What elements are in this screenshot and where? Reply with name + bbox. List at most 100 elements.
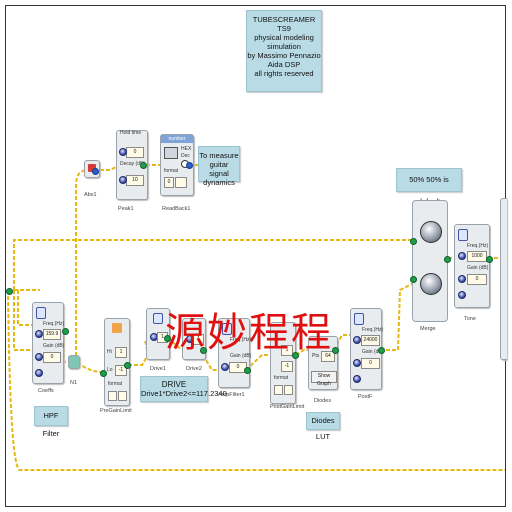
postgain-format-a[interactable] xyxy=(274,385,283,395)
tone-freq-knob[interactable] xyxy=(458,252,466,260)
connector-dot[interactable] xyxy=(164,335,171,342)
abs1-label: Abs1 xyxy=(84,192,97,198)
diodes-note: Diodes LUT xyxy=(306,412,340,441)
connector-dot[interactable] xyxy=(140,162,147,169)
hpf-gain-label: Gain (dB) xyxy=(43,343,65,349)
monitor-icon xyxy=(164,147,178,159)
output-block-partial[interactable] xyxy=(500,198,507,360)
title-line-4: Aida DSP xyxy=(267,60,301,69)
drive2-field[interactable]: 1 xyxy=(193,334,204,345)
drive-note-formula: Drive1*Drive2<=117.2340 xyxy=(141,389,227,398)
postf-freq-field[interactable]: 24000 xyxy=(361,335,380,346)
drive1-label: Drive1 xyxy=(150,366,166,372)
mix-knob-bottom[interactable] xyxy=(420,273,442,295)
title-line-5: all rights reserved xyxy=(254,69,314,78)
readback-dec-label: Dec xyxy=(181,153,190,159)
ampfilter-block[interactable]: Freq.(Hz) Gain (dB) 0 xyxy=(218,318,252,388)
postf-extra-knob[interactable] xyxy=(353,375,361,383)
connector-dot[interactable] xyxy=(186,162,193,169)
measure-note: To measure guitar signal dynamics xyxy=(198,146,240,187)
diodes-pts-field[interactable]: 64 xyxy=(321,351,335,362)
postgain-format-b[interactable] xyxy=(284,385,293,395)
connector-dot[interactable] xyxy=(292,352,299,359)
hpf-freq-knob[interactable] xyxy=(35,330,43,338)
readback-format-field[interactable] xyxy=(175,177,187,188)
ampfilter-gain-knob[interactable] xyxy=(221,363,229,371)
peak1-decay-knob[interactable] xyxy=(119,176,127,184)
postgain-block[interactable]: 1 -1 format xyxy=(270,322,296,404)
tone-freq-label: Freq.(Hz) xyxy=(467,243,489,249)
drive1-block[interactable]: 1 xyxy=(146,308,170,360)
readback-format-label: format xyxy=(164,168,179,174)
postf-icon[interactable] xyxy=(354,313,364,325)
readback-value-field: 0 xyxy=(164,177,174,188)
prescale-format-b[interactable] xyxy=(118,391,127,401)
hpf-extra-knob[interactable] xyxy=(35,369,43,377)
connector-dot[interactable] xyxy=(100,370,107,377)
tone-gain-knob[interactable] xyxy=(458,275,466,283)
prescale-format-a[interactable] xyxy=(108,391,117,401)
hpf-gain-field[interactable]: 0 xyxy=(43,352,61,363)
title-line-2: physical modeling simulation xyxy=(254,33,314,51)
peak1-hold-knob[interactable] xyxy=(119,148,127,156)
show-graph-button[interactable]: Show Graph xyxy=(311,371,337,387)
ampfilter-freq-label: Freq.(Hz) xyxy=(230,337,252,343)
hpf-freq-field[interactable]: 159.9 xyxy=(43,329,61,340)
ampfilter-label: AmpFilter1 xyxy=(218,392,245,398)
readback-header: number xyxy=(161,135,193,143)
postf-gain-knob[interactable] xyxy=(353,359,361,367)
postgain-hi-field[interactable]: 1 xyxy=(281,345,293,356)
drive-note-title: DRIVE xyxy=(161,380,187,389)
n1-block[interactable] xyxy=(68,355,80,369)
peak1-decay-field[interactable]: 10 xyxy=(126,175,144,186)
postf-gain-field[interactable]: 0 xyxy=(361,358,380,369)
title-line-1: TUBESCREAMER TS9 xyxy=(252,15,316,33)
drive1-icon[interactable] xyxy=(153,313,163,324)
readback-hex-label: HEX xyxy=(181,146,192,152)
connector-dot[interactable] xyxy=(332,347,339,354)
connector-dot[interactable] xyxy=(486,256,493,263)
postf-freq-knob[interactable] xyxy=(353,336,361,344)
connector-dot[interactable] xyxy=(410,276,417,283)
ampfilter-icon[interactable] xyxy=(222,323,232,335)
peak1-decay-label: Decay (dB) xyxy=(120,161,146,167)
hpf-note: HPF Filter xyxy=(34,406,68,438)
postgain-format-label: format xyxy=(274,375,289,381)
connector-dot[interactable] xyxy=(200,347,207,354)
diodes-pts-label: Pts xyxy=(312,353,320,359)
merge-block[interactable] xyxy=(412,200,448,322)
postgain-lo-field[interactable]: -1 xyxy=(281,361,293,372)
connector-dot[interactable] xyxy=(444,256,451,263)
hpf-coeffs-label: Coeffs xyxy=(38,388,54,394)
hpf-gain-knob[interactable] xyxy=(35,353,43,361)
connector-dot[interactable] xyxy=(124,362,131,369)
prescale-hi-field[interactable]: 1 xyxy=(115,347,127,358)
limit-icon xyxy=(112,323,122,333)
mix-default-note: 50% 50% is default xyxy=(396,168,462,206)
connector-dot[interactable] xyxy=(6,288,13,295)
connector-dot[interactable] xyxy=(378,347,385,354)
diodes-block[interactable]: Pts 64 Show Graph xyxy=(308,336,338,390)
connector-dot[interactable] xyxy=(410,238,417,245)
drive2-label: Drive2 xyxy=(186,366,202,372)
tone-gain-label: Gain (dB) xyxy=(467,265,489,271)
prescale-lo-field[interactable]: -1 xyxy=(115,365,127,376)
connector-dot[interactable] xyxy=(92,168,99,175)
connector-dot[interactable] xyxy=(244,367,251,374)
tone-gain-field[interactable]: 0 xyxy=(467,274,487,285)
hpf-block[interactable]: Freq.(Hz) 159.9 Gain (dB) 0 xyxy=(32,302,64,384)
prescale-lo-label: Lo xyxy=(107,367,113,373)
n1-label: N1 xyxy=(70,380,78,386)
tone-extra-knob[interactable] xyxy=(458,291,466,299)
diodes-label: Diodes xyxy=(314,398,332,404)
mix-knob-top[interactable] xyxy=(420,221,442,243)
tone-block[interactable]: Freq.(Hz) 1000 Gain (dB) 0 xyxy=(454,224,490,308)
tone-freq-field[interactable]: 1000 xyxy=(467,251,487,262)
measure-line-2: guitar signal xyxy=(209,160,229,178)
filter-icon[interactable] xyxy=(36,307,46,319)
peak1-hold-field[interactable]: 0 xyxy=(126,147,144,158)
connector-dot[interactable] xyxy=(62,328,69,335)
prescale-label: PreGainLimit xyxy=(100,408,132,414)
tone-icon[interactable] xyxy=(458,229,468,241)
